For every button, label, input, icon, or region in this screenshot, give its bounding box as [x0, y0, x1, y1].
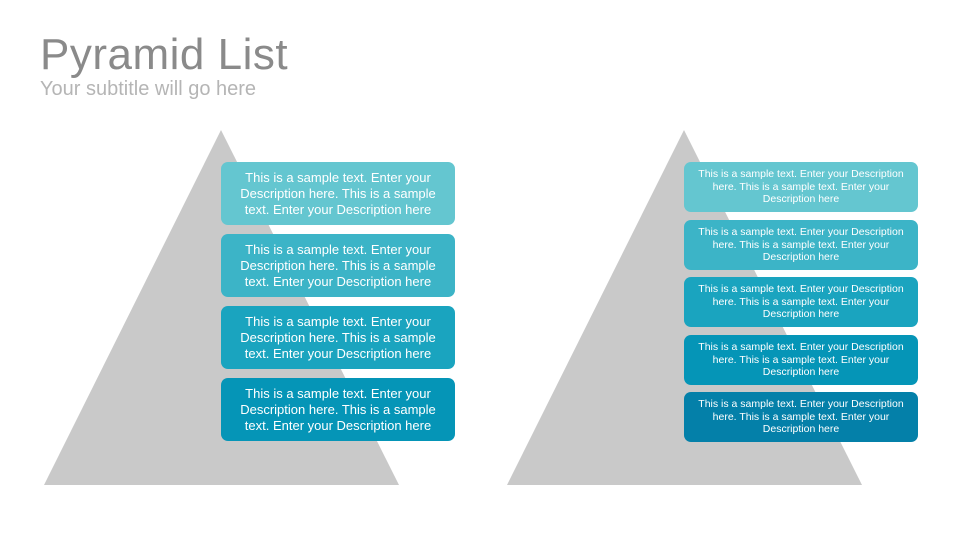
- left-list-item-1: This is a sample text. Enter your Descri…: [221, 162, 455, 225]
- page-subtitle: Your subtitle will go here: [40, 78, 257, 100]
- left-list-item-4: This is a sample text. Enter your Descri…: [221, 378, 455, 441]
- left-list-item-3: This is a sample text. Enter your Descri…: [221, 306, 455, 369]
- right-list-item-3: This is a sample text. Enter your Descri…: [684, 277, 918, 327]
- right-list-item-4: This is a sample text. Enter your Descri…: [684, 335, 918, 385]
- left-list-item-2: This is a sample text. Enter your Descri…: [221, 234, 455, 297]
- right-list-item-1: This is a sample text. Enter your Descri…: [684, 162, 918, 212]
- right-list-item-2: This is a sample text. Enter your Descri…: [684, 220, 918, 270]
- page-title: Pyramid List: [40, 30, 289, 79]
- right-list-item-5: This is a sample text. Enter your Descri…: [684, 392, 918, 442]
